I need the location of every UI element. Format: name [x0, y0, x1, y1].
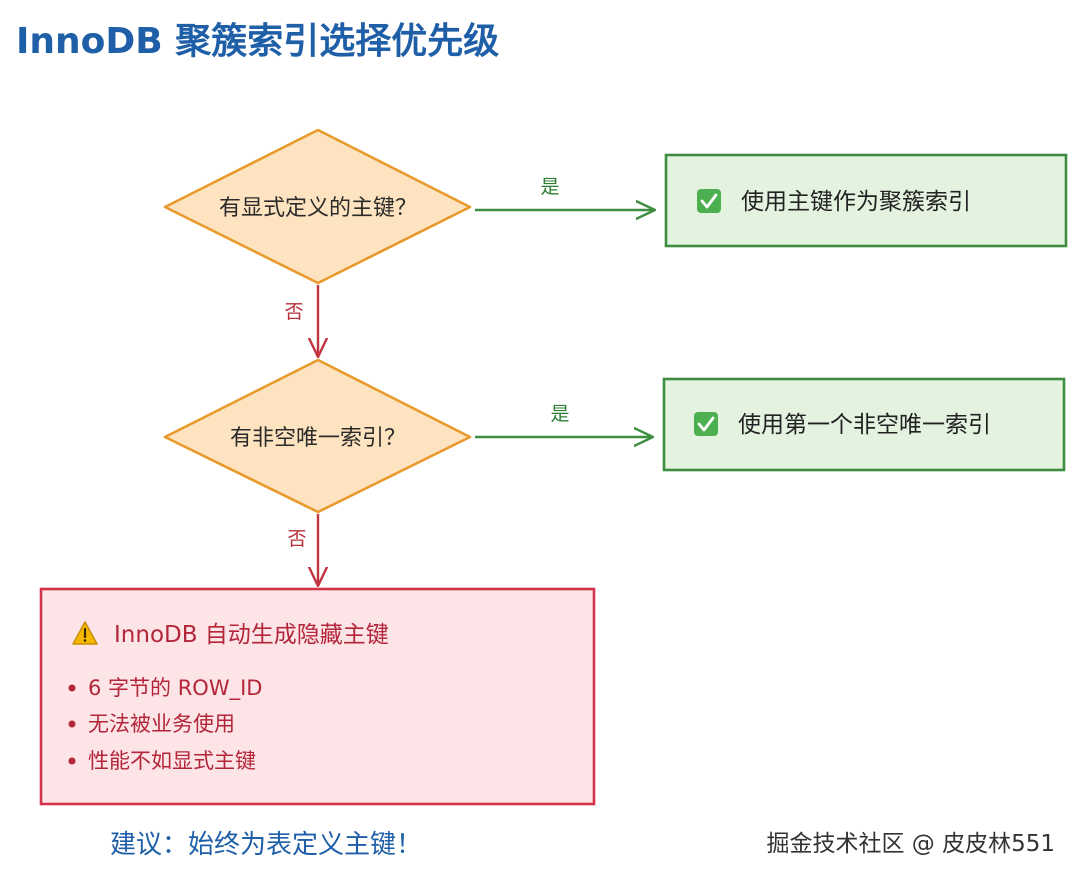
result-node-r2: 使用第一个非空唯一索引 — [662, 377, 1066, 472]
decision-node-q2: 有非空唯一索引？ — [163, 358, 472, 514]
result-label: 使用主键作为聚簇索引 — [741, 189, 971, 215]
advice-text: 建议：始终为表定义主键！ — [110, 830, 422, 860]
warning-item: 6 字节的 ROW_ID — [88, 676, 262, 701]
bullet-dot — [68, 720, 76, 728]
result-box — [664, 153, 1068, 248]
page-title: InnoDB 聚簇索引选择优先级 — [16, 21, 499, 62]
check-box-icon — [694, 412, 718, 436]
result-label: 使用第一个非空唯一索引 — [738, 412, 991, 438]
bullet-dot — [68, 757, 76, 765]
edge-q1-no: 否 — [284, 285, 318, 356]
warning-title: InnoDB 自动生成隐藏主键 — [114, 622, 389, 648]
warning-item: 无法被业务使用 — [88, 712, 235, 736]
decision-label: 有显式定义的主键？ — [219, 196, 417, 221]
edge-q1-yes: 是 — [475, 176, 654, 210]
decision-diamond — [163, 128, 472, 285]
result-node-r1: 使用主键作为聚簇索引 — [664, 153, 1068, 248]
decision-label: 有非空唯一索引？ — [230, 426, 406, 451]
edge-q2-no: 否 — [287, 514, 318, 585]
edge-label: 是 — [540, 176, 559, 198]
edge-q2-yes: 是 — [475, 403, 652, 437]
warning-box — [39, 587, 596, 806]
warning-icon — [72, 621, 98, 645]
edge-label: 否 — [287, 528, 306, 550]
fallback-node: InnoDB 自动生成隐藏主键 6 字节的 ROW_ID 无法被业务使用 性能不… — [39, 587, 596, 806]
warning-item: 性能不如显式主键 — [88, 749, 256, 773]
result-box — [662, 377, 1066, 472]
decision-node-q1: 有显式定义的主键？ — [163, 128, 472, 285]
watermark: 掘金技术社区 @ 皮皮林551 — [766, 831, 1055, 857]
bullet-dot — [68, 684, 76, 692]
edge-label: 是 — [550, 403, 569, 425]
check-box-icon — [697, 189, 721, 213]
decision-diamond — [163, 358, 472, 514]
edge-label: 否 — [284, 301, 303, 323]
